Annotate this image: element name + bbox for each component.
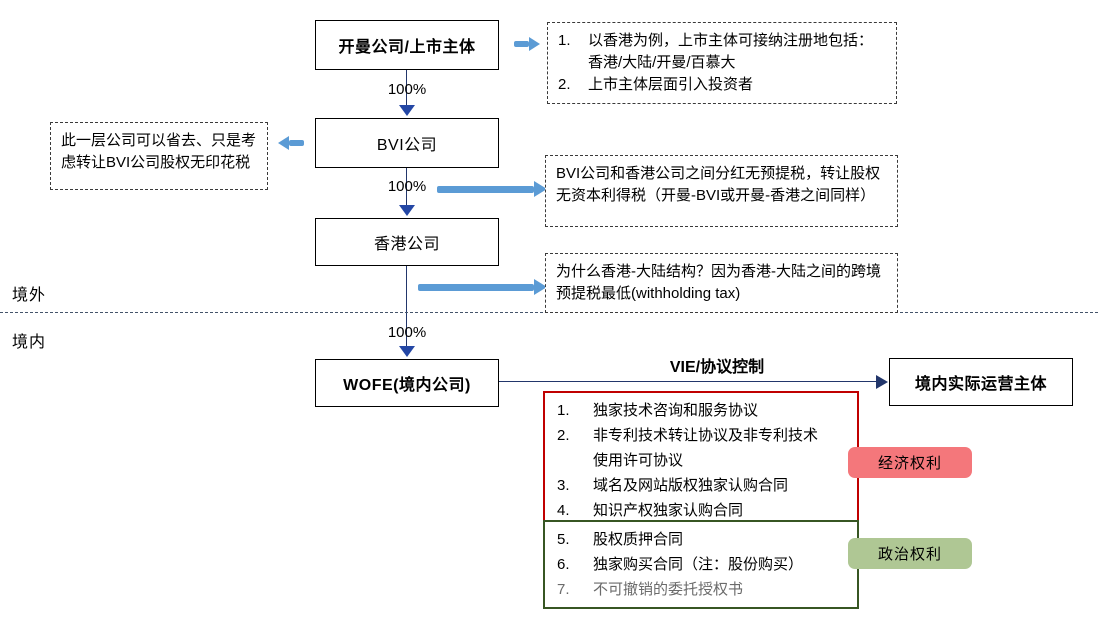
list-item-text: 域名及网站版权独家认购合同: [593, 477, 789, 494]
list-item-number: 6.: [557, 556, 570, 573]
note-listing-jurisdictions: 1. 以香港为例，上市主体可接纳注册地包括：香港/大陆/开曼/百慕大 2. 上市主体层…: [547, 22, 897, 104]
list-item: 7. 不可撤销的委托授权书: [557, 577, 847, 602]
pointer-arrow-right-long-icon: [418, 279, 547, 295]
list-item-number: 7.: [557, 581, 570, 598]
pointer-arrow-left-icon: [278, 136, 304, 150]
ownership-pct-bvi-hk: 100%: [387, 178, 427, 195]
node-operating-entity: 境内实际运营主体: [889, 358, 1073, 406]
note-text: 此一层公司可以省去、只是考虑转让BVI公司股权无印花税: [61, 132, 257, 171]
arrow-head: [529, 37, 540, 51]
list-item: 1. 独家技术咨询和服务协议: [557, 398, 847, 423]
note-no-withholding-tax: BVI公司和香港公司之间分红无预提税，转让股权无资本利得税（开曼-BVI或开曼-…: [545, 155, 898, 227]
region-label-onshore: 境内: [12, 334, 47, 351]
arrowhead-down-icon: [399, 205, 415, 216]
note-text: 为什么香港-大陆结构？因为香港-大陆之间的跨境预提税最低(withholding…: [556, 263, 881, 302]
list-item-text: 非专利技术转让协议及非专利技术使用许可协议: [593, 427, 819, 469]
pointer-arrow-right-long-icon: [437, 181, 547, 197]
connector-cayman-bvi: [406, 70, 407, 107]
node-bvi-company: BVI公司: [315, 118, 499, 168]
arrowhead-down-icon: [399, 105, 415, 116]
pointer-arrow-right-icon: [514, 37, 540, 51]
note-bvi-optional: 此一层公司可以省去、只是考虑转让BVI公司股权无印花税: [50, 122, 268, 190]
list-item-number: 5.: [557, 531, 570, 548]
list-item-text: 上市主体层面引入投资者: [588, 76, 754, 93]
arrow-bar: [289, 140, 304, 146]
list-item-text: 以香港为例，上市主体可接纳注册地包括：香港/大陆/开曼/百慕大: [588, 32, 874, 71]
arrow-head: [534, 279, 547, 295]
list-item-text: 不可撤销的委托授权书: [593, 581, 744, 598]
connector-hk-wofe: [406, 266, 407, 348]
arrowhead-right-icon: [876, 375, 888, 389]
connector-wofe-operating: [499, 381, 876, 382]
list-item-number: 2.: [557, 427, 570, 444]
economic-agreements-box: 1. 独家技术咨询和服务协议 2. 非专利技术转让协议及非专利技术使用许可协议 3. 域名…: [543, 391, 859, 530]
vie-control-label: VIE/协议控制: [669, 359, 765, 376]
node-wofe-company: WOFE(境内公司): [315, 359, 499, 407]
arrow-head: [534, 181, 547, 197]
list-item: 4. 知识产权独家认购合同: [557, 498, 847, 523]
list-item: 5. 股权质押合同: [557, 527, 847, 552]
list-item: 3. 域名及网站版权独家认购合同: [557, 473, 847, 498]
economic-rights-badge: 经济权利: [848, 447, 972, 478]
list-item-text: 股权质押合同: [593, 531, 684, 548]
list-item-number: 2.: [558, 76, 571, 93]
arrow-bar: [514, 41, 529, 47]
node-hk-company: 香港公司: [315, 218, 499, 266]
arrow-bar: [418, 283, 534, 291]
note-text: BVI公司和香港公司之间分红无预提税，转让股权无资本利得税（开曼-BVI或开曼-…: [556, 165, 881, 204]
list-item-number: 1.: [558, 32, 571, 49]
ownership-pct-cayman-bvi: 100%: [387, 81, 427, 98]
list-item: 2. 上市主体层面引入投资者: [558, 74, 886, 96]
list-item: 2. 非专利技术转让协议及非专利技术使用许可协议: [557, 423, 847, 473]
list-item-text: 知识产权独家认购合同: [593, 502, 744, 519]
list-item-number: 1.: [557, 402, 570, 419]
arrow-bar: [437, 185, 534, 193]
list-item-number: 3.: [557, 477, 570, 494]
list-item-text: 独家技术咨询和服务协议: [593, 402, 759, 419]
list-item-text: 独家购买合同（注：股份购买）: [593, 556, 804, 573]
region-label-offshore: 境外: [12, 287, 47, 304]
list-item-number: 4.: [557, 502, 570, 519]
political-rights-badge: 政治权利: [848, 538, 972, 569]
arrow-head: [278, 136, 289, 150]
arrowhead-down-icon: [399, 346, 415, 357]
list-item: 6. 独家购买合同（注：股份购买）: [557, 552, 847, 577]
node-cayman-company: 开曼公司/上市主体: [315, 20, 499, 70]
political-agreements-box: 5. 股权质押合同 6. 独家购买合同（注：股份购买） 7. 不可撤销的委托授权书: [543, 520, 859, 609]
ownership-pct-hk-wofe: 100%: [387, 324, 427, 341]
list-item: 1. 以香港为例，上市主体可接纳注册地包括：香港/大陆/开曼/百慕大: [558, 30, 886, 74]
connector-bvi-hk: [406, 168, 407, 207]
note-why-hk-structure: 为什么香港-大陆结构？因为香港-大陆之间的跨境预提税最低(withholding…: [545, 253, 898, 313]
